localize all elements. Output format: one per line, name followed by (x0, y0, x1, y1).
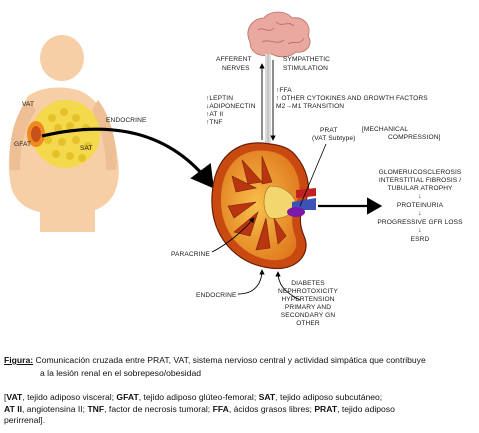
prat-blob (287, 207, 305, 217)
figure-caption: Figura: Comunicación cruzada entre PRAT,… (4, 354, 474, 380)
outcome-arrow-1: ↓ (418, 193, 421, 200)
condition-primary: PRIMARY AND (285, 304, 331, 311)
label-ffa: ↑FFA (276, 87, 292, 94)
label-m2m1: M2→M1 TRANSITION (276, 103, 344, 110)
legend-desc-prat: , tejido adiposo (337, 403, 395, 414)
brain-icon (247, 11, 311, 58)
head (40, 35, 84, 81)
label-afferent-2: NERVES (222, 65, 250, 72)
legend-desc-ffa: , ácidos grasos libres; (228, 403, 315, 414)
outcome-arrow-3: ↓ (418, 227, 421, 234)
label-at-ii: ↑AT II (206, 111, 223, 118)
prat-pointer (299, 143, 327, 207)
kidney-illustration (211, 142, 316, 270)
legend-abbr-ffa: FFA (212, 403, 229, 414)
renal-artery (296, 188, 316, 198)
label-mechanical-1: [MECHANICAL (362, 126, 408, 133)
kidney-pyramids (227, 155, 287, 251)
legend-tail: perirrenal]. (4, 415, 46, 425)
outcome-proteinuria: PROTEINURIA (397, 202, 444, 209)
label-vat: VAT (22, 101, 34, 108)
label-gfat: GFAT (14, 141, 31, 148)
left-arm (9, 100, 36, 170)
diagram-canvas: VAT GFAT SAT ENDOCRINE AFFERENT NERVES S… (8, 11, 463, 327)
endocrine-bottom-arrow (237, 269, 265, 295)
label-sympathetic-1: SYMPATHETIC (283, 56, 330, 63)
legend-abbr-at-ii: AT II (4, 403, 22, 414)
legend-abbr-prat: PRAT (314, 403, 338, 414)
legend-desc-at-ii: , angiotensina II; (21, 403, 88, 414)
label-endocrine-top: ENDOCRINE (106, 117, 147, 124)
conditions-arrow (275, 271, 301, 301)
legend-abbr-gfat: GFAT (116, 392, 139, 402)
human-figure (8, 35, 119, 232)
label-paracrine: PARACRINE (171, 251, 210, 258)
legend-desc-tnf: , factor de necrosis tumoral; (104, 403, 213, 414)
fat-dots (44, 108, 92, 162)
label-prat: PRAT (320, 127, 338, 134)
condition-hypertension: HYPERTENSION (281, 296, 334, 303)
label-leptin: ↑LEPTIN (206, 95, 233, 102)
legend-desc-vat: , tejido adiposo visceral; (22, 392, 117, 402)
outcome-gfr-loss: PROGRESSIVE GFR LOSS (377, 219, 463, 226)
caption-label: Figura: (4, 355, 34, 365)
legend-open: [ (4, 392, 7, 402)
legend-abbr-tnf: TNF (87, 403, 105, 414)
condition-secondary-gn: SECONDARY GN (281, 312, 336, 319)
outcome-glomerulosclerosis: GLOMERUCOSCLEROSIS (379, 169, 462, 176)
caption-text-1: Comunicación cruzada entre PRAT, VAT, si… (33, 355, 426, 365)
legend-abbr-vat: VAT (6, 392, 23, 402)
label-endocrine-bottom: ENDOCRINE (196, 292, 237, 299)
label-mechanical-2: COMPRESSION] (388, 134, 441, 141)
condition-nephrotoxicity: NEPHROTOXICITY (278, 288, 338, 295)
legend-abbr-sat: SAT (258, 392, 276, 402)
label-cytokines: ↑ OTHER CYTOKINES AND GROWTH FACTORS (276, 95, 428, 102)
label-afferent-1: AFFERENT (216, 56, 252, 63)
label-tnf: ↑TNF (206, 119, 223, 126)
renal-vessel (292, 198, 316, 210)
gfat-core (31, 126, 41, 142)
right-arm (92, 100, 117, 170)
outcomes-cascade: GLOMERUCOSCLEROSIS INTERSTITIAL FIBROSIS… (377, 169, 463, 243)
paracrine-arrow (211, 217, 255, 253)
conditions-list: DIABETES NEPHROTOXICITY HYPERTENSION PRI… (278, 280, 338, 327)
label-sat: SAT (80, 145, 93, 152)
caption-line-1: Figura: Comunicación cruzada entre PRAT,… (4, 354, 474, 367)
condition-diabetes: DIABETES (291, 280, 325, 287)
label-adiponectin: ↓ADIPONECTIN (206, 103, 256, 110)
abbreviation-legend: [VAT, tejido adiposo visceral; GFAT, tej… (4, 392, 474, 427)
caption-line-2: a la lesión renal en el sobrepeso/obesid… (40, 368, 202, 378)
label-sympathetic-2: STIMULATION (283, 65, 328, 72)
endocrine-arrow (41, 127, 214, 189)
legend-desc-gfat: , tejido adiposo glúteo-femoral; (138, 392, 259, 402)
outcome-atrophy: TUBULAR ATROPHY (387, 185, 453, 192)
outcome-fibrosis: INTERSTITIAL FIBROSIS / (379, 177, 461, 184)
label-prat-subtype: (VAT Subtype) (312, 135, 355, 142)
legend-desc-sat: , tejido adiposo subcutáneo; (275, 392, 383, 402)
outcome-esrd: ESRD (411, 236, 430, 243)
outcome-arrow-2: ↓ (418, 210, 421, 217)
condition-other: OTHER (296, 320, 320, 327)
